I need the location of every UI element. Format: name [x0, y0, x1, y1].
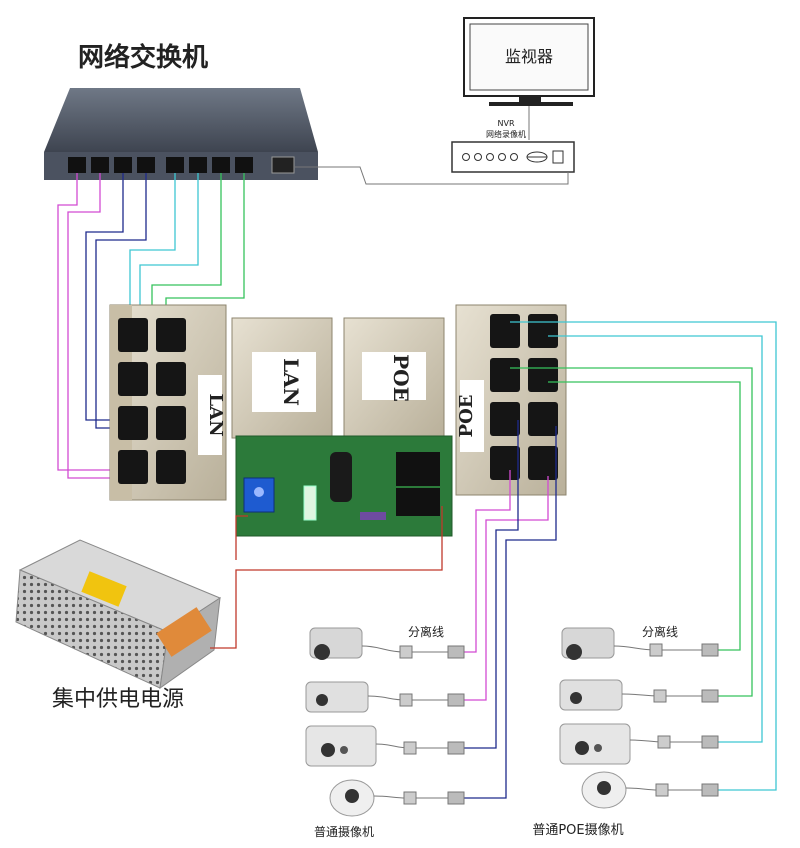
camera-icon	[561, 627, 615, 660]
network-switch	[44, 88, 318, 180]
dome-camera-icon	[581, 771, 627, 809]
splitter-label-left: 分离线	[408, 624, 444, 639]
splitter-cable	[375, 741, 465, 755]
power-supply	[15, 539, 222, 690]
poe-to-left-cameras-wires	[464, 420, 557, 799]
switch-title: 网络交换机	[78, 42, 208, 73]
camera-icon	[559, 679, 623, 711]
splitter-cable	[361, 645, 465, 659]
splitter-cable	[367, 693, 465, 707]
splitter-label-right: 分离线	[642, 624, 678, 639]
nvr-label-line2: 网络录像机	[486, 129, 526, 139]
poe-injector-board: LAN POE	[231, 317, 453, 537]
poe-rj45-block: POE	[455, 304, 567, 496]
splitter-cable	[621, 689, 719, 703]
camera-icon	[559, 723, 631, 765]
splitter-cable	[373, 791, 465, 805]
power-supply-label: 集中供电电源	[52, 687, 184, 712]
poe-board-label: POE	[389, 354, 413, 402]
poe-to-right-cameras-wires	[510, 321, 777, 791]
lan-block-label: LAN	[205, 393, 226, 436]
camera-icon	[305, 725, 377, 767]
monitor: 监视器	[463, 17, 595, 106]
monitor-label: 监视器	[505, 47, 553, 66]
splitter-cable	[613, 643, 719, 657]
cameras-left-label: 普通摄像机	[314, 824, 374, 839]
cameras-right-label: 普通POE摄像机	[532, 823, 623, 838]
lan-rj45-block: LAN	[109, 304, 227, 501]
lan-board-label: LAN	[279, 358, 303, 406]
camera-icon	[305, 681, 369, 713]
splitter-cable	[625, 783, 719, 797]
right-camera-group: 分离线	[532, 624, 719, 838]
poe-block-label: POE	[456, 395, 477, 438]
switch-ports	[68, 156, 295, 174]
dome-camera-icon	[329, 779, 375, 817]
camera-icon	[309, 627, 363, 660]
nvr-label-line1: NVR	[497, 119, 514, 128]
nvr: NVR 网络录像机	[451, 119, 575, 173]
left-camera-group: 分离线	[305, 624, 465, 839]
splitter-cable	[629, 735, 719, 749]
